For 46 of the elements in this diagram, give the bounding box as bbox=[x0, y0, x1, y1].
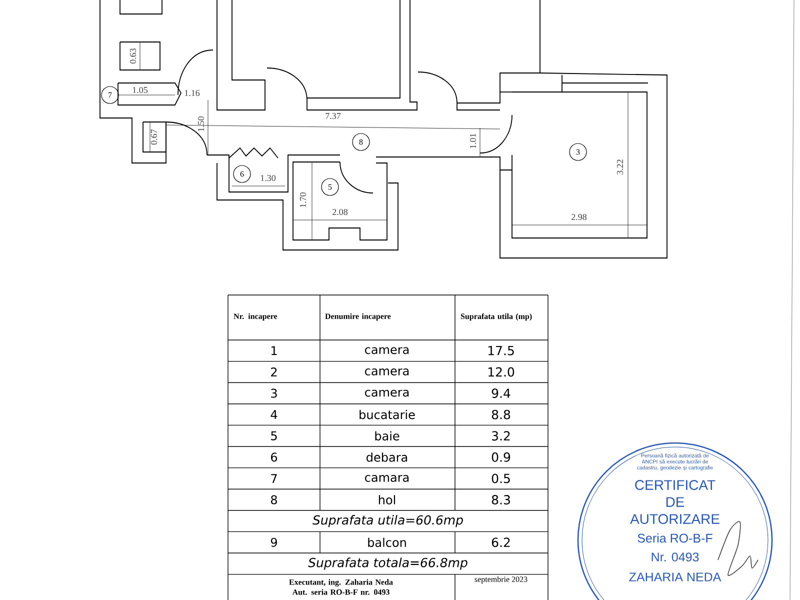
room-name: balcon bbox=[368, 538, 406, 547]
area-value: 8.8 bbox=[492, 410, 510, 420]
date: septembrie 2023 bbox=[474, 576, 528, 584]
area-value: 8.3 bbox=[492, 495, 510, 504]
room-name: camera bbox=[365, 347, 409, 354]
executant-note: Executant, ing. Zaharia Neda Aut. seria RO-B-F nr. 0493 bbox=[289, 579, 393, 595]
total-area: Suprafata utila=60.6mp bbox=[312, 515, 463, 528]
area-value: 0.5 bbox=[492, 474, 510, 484]
room-number: 3 bbox=[569, 143, 587, 161]
room-number: 5 bbox=[271, 431, 277, 440]
room-name: camera bbox=[365, 368, 409, 376]
dimension-label: 2.08 bbox=[332, 208, 348, 216]
room-name: camera bbox=[365, 390, 409, 397]
dimension-label: 1.05 bbox=[132, 86, 148, 94]
area-value: 0.9 bbox=[492, 452, 510, 462]
room-number: 6 bbox=[233, 165, 251, 183]
total-area: Suprafata totala=66.8mp bbox=[308, 558, 468, 570]
dimension-label: 1.01 bbox=[470, 134, 476, 148]
room-number: 8 bbox=[271, 495, 277, 504]
room-number: 8 bbox=[352, 133, 370, 151]
room-number: 9 bbox=[270, 538, 277, 547]
room-name: camara bbox=[365, 475, 409, 482]
room-name: baie bbox=[375, 431, 400, 440]
room-number: 7 bbox=[271, 474, 277, 483]
room-name: debara bbox=[366, 452, 408, 462]
area-value: 6.2 bbox=[492, 538, 510, 548]
dimension-label: 2.98 bbox=[572, 214, 587, 220]
room-number: 4 bbox=[270, 410, 278, 419]
area-value: 3.2 bbox=[492, 431, 510, 441]
column-header: Nr. incapere bbox=[234, 313, 278, 321]
room-number: 7 bbox=[101, 86, 119, 104]
room-number: 6 bbox=[271, 452, 278, 462]
dimension-label: 1.16 bbox=[184, 90, 200, 96]
room-number: 2 bbox=[271, 368, 277, 376]
area-value: 9.4 bbox=[492, 388, 510, 398]
column-header: Denumire incapere bbox=[325, 313, 391, 321]
room-name: hol bbox=[378, 495, 396, 504]
column-header: Suprafata utila (mp) bbox=[460, 313, 532, 321]
room-number: 1 bbox=[272, 346, 277, 356]
dimension-label: 1.50 bbox=[198, 116, 204, 132]
room-number: 5 bbox=[321, 178, 339, 196]
dimension-label: 0.67 bbox=[150, 129, 158, 145]
area-value: 17.5 bbox=[488, 346, 514, 356]
area-value: 12.0 bbox=[488, 367, 514, 377]
room-name: bucatarie bbox=[360, 410, 415, 420]
room-number: 3 bbox=[271, 388, 277, 398]
